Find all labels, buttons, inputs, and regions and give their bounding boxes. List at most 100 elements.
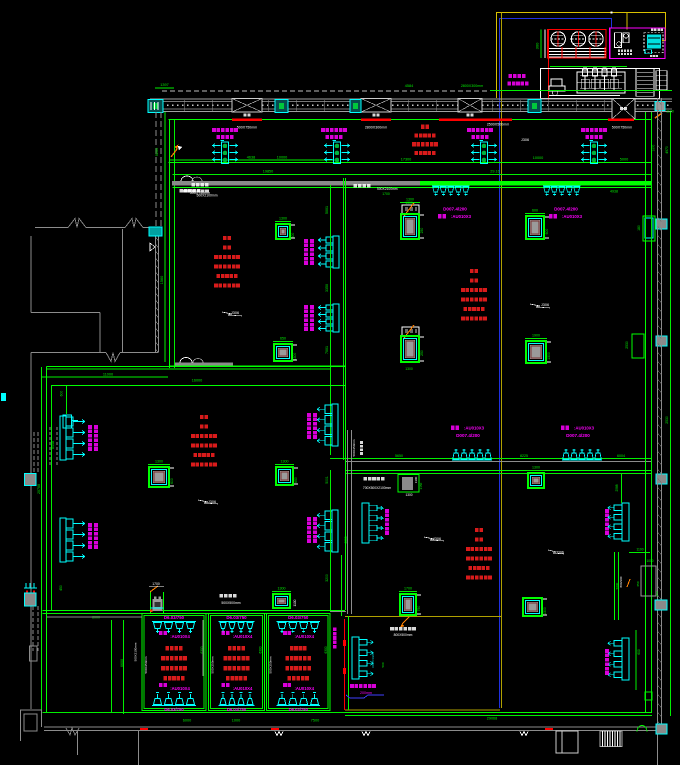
svg-text:1100: 1100 (293, 599, 297, 606)
svg-text::AU010X4: :AU010X4 (233, 686, 253, 691)
svg-text:500X750mm: 500X750mm (612, 126, 632, 130)
svg-text:650: 650 (280, 337, 286, 341)
svg-text:D6.03/750: D6.03/750 (164, 707, 184, 712)
svg-text:D6.03/750: D6.03/750 (288, 615, 309, 620)
svg-text:6300: 6300 (324, 646, 328, 653)
svg-text:1700: 1700 (382, 192, 390, 196)
svg-text:1560: 1560 (160, 276, 164, 284)
svg-text:J306: J306 (433, 537, 441, 541)
svg-text:1000: 1000 (232, 719, 240, 723)
svg-text:5800: 5800 (615, 582, 619, 589)
svg-text:700X500X2100mm: 700X500X2100mm (363, 486, 391, 490)
svg-text:1300: 1300 (281, 460, 289, 464)
svg-text:3350: 3350 (325, 284, 329, 292)
svg-text:2500X500mm: 2500X500mm (487, 123, 509, 127)
svg-text:1300: 1300 (414, 476, 418, 483)
svg-text:8000: 8000 (92, 616, 100, 620)
svg-text::AU010X4: :AU010X4 (170, 686, 190, 691)
svg-text:4638: 4638 (247, 156, 255, 160)
svg-text:1300: 1300 (532, 466, 540, 470)
svg-text:500X2100mm: 500X2100mm (196, 194, 217, 198)
svg-text:200mm: 200mm (360, 691, 372, 695)
svg-text:10000: 10000 (277, 156, 288, 160)
svg-text:1900: 1900 (532, 334, 540, 338)
svg-text:6000: 6000 (183, 719, 191, 723)
svg-text:500X250mm: 500X250mm (144, 656, 148, 674)
svg-text:600: 600 (60, 391, 64, 397)
svg-text:350: 350 (655, 591, 659, 596)
svg-text:1300: 1300 (547, 352, 551, 360)
svg-text:29.16: 29.16 (490, 170, 500, 174)
svg-text:500X500mm: 500X500mm (221, 601, 240, 605)
svg-text:J306: J306 (208, 500, 216, 504)
svg-text:6004: 6004 (617, 454, 625, 458)
svg-text::AU010X3: :AU010X3 (562, 214, 583, 219)
svg-text:7001: 7001 (325, 346, 329, 354)
svg-text:2530: 2530 (625, 341, 629, 349)
svg-text:1000: 1000 (646, 559, 653, 563)
svg-text:600: 600 (637, 649, 641, 655)
svg-text:1300: 1300 (278, 587, 286, 591)
svg-text:6300: 6300 (259, 646, 263, 653)
svg-text:1300: 1300 (406, 198, 414, 202)
svg-text:500X2100mm: 500X2100mm (377, 187, 398, 191)
svg-text:D007.4/200: D007.4/200 (443, 207, 467, 212)
svg-text:450: 450 (59, 585, 63, 591)
svg-text:4970: 4970 (665, 146, 669, 154)
svg-text:11000: 11000 (103, 373, 113, 377)
svg-text:1700: 1700 (152, 582, 160, 586)
svg-text:500: 500 (381, 662, 385, 667)
svg-text:D6.03/750: D6.03/750 (289, 707, 309, 712)
svg-text:19850: 19850 (263, 170, 274, 174)
svg-text:600: 600 (545, 229, 549, 235)
svg-text:600: 600 (170, 478, 174, 484)
svg-text::AU010X3: :AU010X3 (464, 426, 485, 431)
svg-text::AU010X3: :AU010X3 (574, 426, 595, 431)
svg-text:9200: 9200 (155, 148, 159, 156)
svg-text:8448: 8448 (51, 441, 55, 449)
svg-text:5001: 5001 (325, 206, 329, 214)
svg-text:4938: 4938 (610, 190, 618, 194)
svg-text::AU010X4: :AU010X4 (170, 634, 190, 639)
svg-text:4584: 4584 (405, 84, 413, 88)
svg-text:6800: 6800 (344, 536, 348, 543)
svg-text:5000: 5000 (620, 158, 628, 162)
svg-text:1300: 1300 (155, 460, 163, 464)
svg-text:7500: 7500 (311, 719, 319, 723)
svg-text:3200: 3200 (325, 574, 329, 582)
svg-text:5001: 5001 (325, 476, 329, 484)
svg-text:500X250mm: 500X250mm (269, 656, 273, 674)
svg-text:600: 600 (532, 209, 538, 213)
svg-text:D007.4/200: D007.4/200 (456, 433, 480, 438)
svg-text:500X750mm: 500X750mm (237, 126, 257, 130)
svg-text:300: 300 (535, 42, 540, 49)
svg-text:D6.03/750: D6.03/750 (227, 707, 247, 712)
svg-text:17300: 17300 (401, 158, 412, 162)
svg-text:1700: 1700 (404, 587, 412, 591)
svg-text:500X250mm: 500X250mm (211, 656, 215, 674)
svg-text:2800X300mm: 2800X300mm (461, 84, 483, 88)
svg-text:1300: 1300 (405, 367, 413, 371)
svg-text:650: 650 (636, 581, 640, 586)
svg-text:800/300: 800/300 (619, 576, 623, 587)
svg-text:650: 650 (294, 477, 298, 483)
svg-text:1300: 1300 (405, 493, 412, 497)
svg-text:D007/4/200: D007/4/200 (371, 652, 375, 668)
svg-text:1300: 1300 (293, 353, 297, 361)
svg-text:750: 750 (417, 606, 421, 612)
svg-text:5650: 5650 (395, 454, 403, 458)
svg-text:2150: 2150 (419, 482, 423, 489)
svg-text:6600: 6600 (120, 659, 124, 667)
svg-text:D007.4/200: D007.4/200 (554, 207, 578, 212)
svg-text:1300: 1300 (279, 217, 287, 221)
svg-text:1100: 1100 (666, 110, 674, 114)
svg-text::AU010X4: :AU010X4 (294, 686, 314, 691)
svg-text::AU010X4: :AU010X4 (294, 634, 314, 639)
svg-text:800X500mm: 800X500mm (394, 633, 413, 637)
svg-text::AU010X3: :AU010X3 (451, 214, 472, 219)
svg-text:600: 600 (291, 233, 295, 239)
svg-text:2530: 2530 (665, 416, 669, 424)
svg-text:2588: 2588 (615, 484, 619, 491)
svg-text:1100: 1100 (636, 548, 643, 552)
svg-text:16000: 16000 (192, 379, 203, 383)
